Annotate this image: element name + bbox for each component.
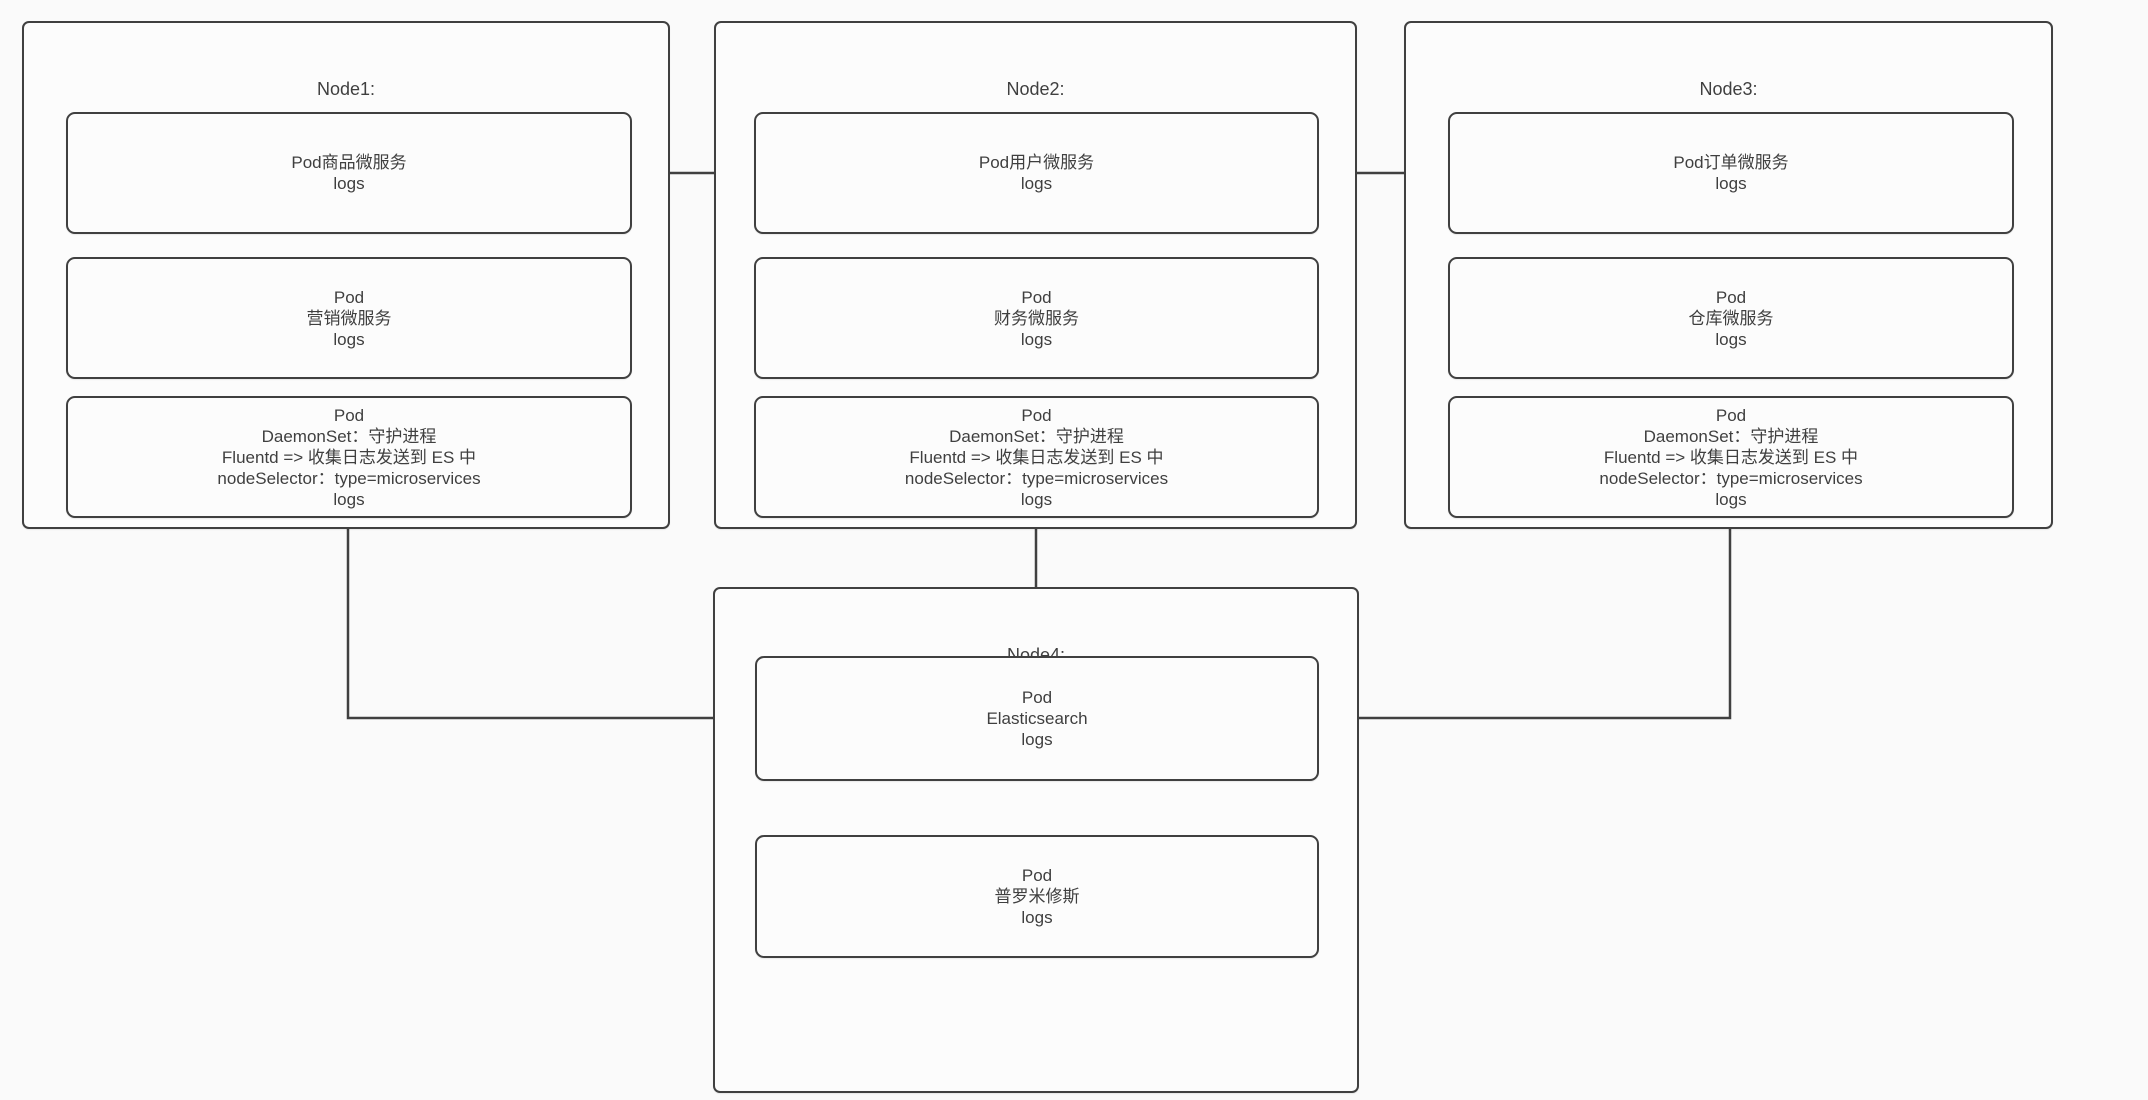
- pod-text-line: logs: [1021, 730, 1053, 749]
- pod-elasticsearch-box: Pod Elasticsearch logs: [755, 656, 1319, 781]
- pod-text-line: logs: [1020, 329, 1053, 349]
- pod-text-line: 普罗米修斯: [994, 887, 1080, 906]
- pod-text-line: DaemonSet：守护进程: [1643, 426, 1819, 446]
- pod-text-line: Fluentd => 收集日志发送到 ES 中: [221, 447, 477, 467]
- pod-text-line: nodeSelector：type=microservices: [1599, 468, 1863, 488]
- node4-box: Node4: type: APM Pod Elasticsearch logs …: [713, 587, 1359, 1093]
- pod-text-line: nodeSelector：type=microservices: [217, 468, 481, 488]
- pod-text-line: Pod: [1021, 287, 1052, 307]
- pod-text-line: 财务微服务: [994, 308, 1079, 328]
- pod-text-line: Pod: [333, 405, 365, 425]
- pod-text-line: DaemonSet：守护进程: [949, 426, 1124, 446]
- pod-prometheus-box: Pod 普罗米修斯 logs: [755, 835, 1319, 958]
- pod-text-line: logs: [333, 489, 365, 509]
- pod-text-line: logs: [1020, 489, 1053, 509]
- node1-box: Node1: type: microservices Pod商品微服务 logs…: [22, 21, 670, 529]
- pod-order-service-box: Pod订单微服务 logs: [1448, 112, 2014, 234]
- pod-text-line: Pod商品微服务: [291, 153, 407, 172]
- pod-finance-service-box: Pod 财务微服务 logs: [754, 257, 1319, 379]
- pod-text-line: Pod: [333, 287, 365, 307]
- pod-text-line: 营销微服务: [306, 308, 392, 328]
- pod-text-line: logs: [1020, 174, 1053, 193]
- pod-text-line: Pod: [1021, 688, 1053, 707]
- pod-text-line: logs: [1715, 174, 1747, 193]
- pod-text-line: logs: [1715, 329, 1747, 349]
- pod-text-line: logs: [333, 329, 365, 349]
- node3-box: Node3: type: microservices Pod订单微服务 logs…: [1404, 21, 2053, 529]
- pod-text-line: Pod用户微服务: [978, 153, 1095, 172]
- pod-text-line: nodeSelector：type=microservices: [904, 468, 1169, 488]
- pod-goods-service-box: Pod商品微服务 logs: [66, 112, 632, 234]
- pod-text-line: Pod: [1021, 405, 1052, 425]
- pod-marketing-service-box: Pod 营销微服务 logs: [66, 257, 632, 379]
- pod-text-line: Fluentd => 收集日志发送到 ES 中: [909, 447, 1164, 467]
- node2-box: Node2: type: microservices Pod用户微服务 logs…: [714, 21, 1357, 529]
- connector-node3-to-elasticsearch: [1320, 517, 1732, 725]
- pod-warehouse-service-box: Pod 仓库微服务 logs: [1448, 257, 2014, 379]
- pod-text-line: logs: [1715, 489, 1747, 509]
- pod-text-line: Pod订单微服务: [1673, 153, 1789, 172]
- pod-daemonset-fluentd-box: Pod DaemonSet：守护进程 Fluentd => 收集日志发送到 ES…: [754, 396, 1319, 518]
- pod-text-line: 仓库微服务: [1688, 308, 1774, 328]
- connector-node1-to-elasticsearch: [346, 517, 751, 725]
- pod-text-line: Pod: [1715, 405, 1747, 425]
- pod-text-line: DaemonSet：守护进程: [261, 426, 437, 446]
- pod-text-line: Fluentd => 收集日志发送到 ES 中: [1603, 447, 1859, 467]
- pod-text-line: Pod: [1021, 866, 1053, 885]
- pod-text-line: logs: [333, 174, 365, 193]
- node3-title-line: Node3:: [1699, 79, 1758, 99]
- pod-text-line: Pod: [1715, 287, 1747, 307]
- pod-text-line: Elasticsearch: [986, 709, 1088, 728]
- node2-title-line: Node2:: [1006, 79, 1065, 99]
- pod-user-service-box: Pod用户微服务 logs: [754, 112, 1319, 234]
- pod-daemonset-fluentd-box: Pod DaemonSet：守护进程 Fluentd => 收集日志发送到 ES…: [66, 396, 632, 518]
- pod-text-line: logs: [1021, 908, 1053, 927]
- node1-title-line: Node1:: [316, 79, 376, 99]
- pod-daemonset-fluentd-box: Pod DaemonSet：守护进程 Fluentd => 收集日志发送到 ES…: [1448, 396, 2014, 518]
